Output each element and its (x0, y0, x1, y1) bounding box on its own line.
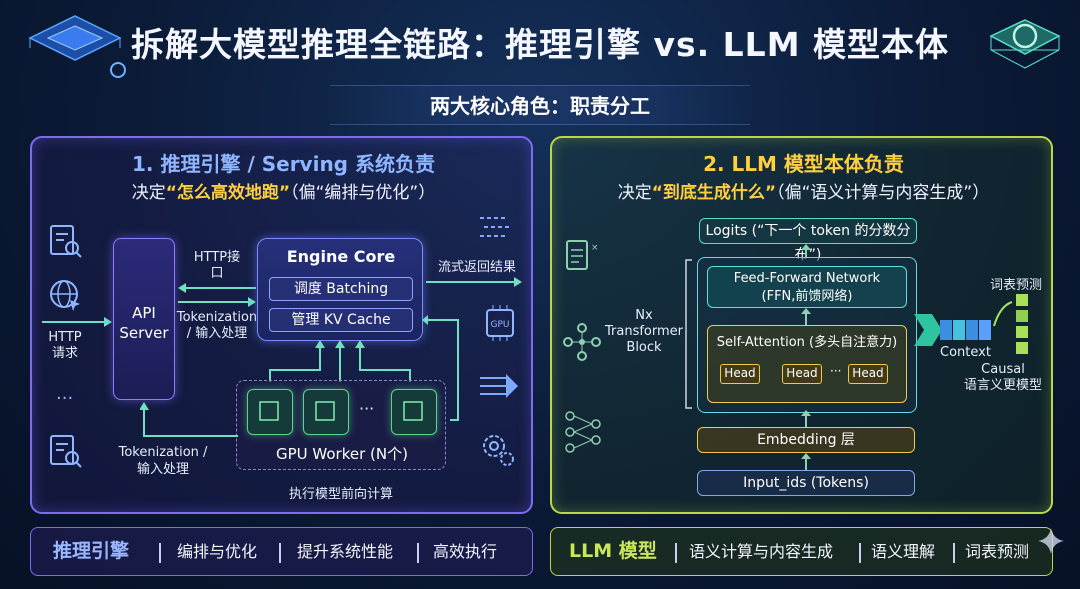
footer-separator (859, 543, 861, 563)
gpu-ellipsis: ··· (359, 399, 375, 418)
attention-head: Head (782, 364, 822, 384)
page-title: 拆解大模型推理全链路：推理引擎 vs. LLM 模型本体 (130, 25, 950, 64)
document-search-icon (50, 225, 82, 258)
arrow-to-embedding (801, 453, 811, 470)
batching-item: 调度 Batching (269, 277, 413, 301)
engine-core-title: Engine Core (286, 247, 396, 266)
footer-right-title: LLM 模型 (569, 540, 657, 562)
stream-lines-icon (480, 217, 512, 237)
chip-logo-icon (28, 15, 126, 78)
formula-doc-icon: × (566, 240, 598, 270)
left-panel-heading: 1. 推理引擎 / Serving 系统负责 (132, 152, 435, 176)
http-request-label: HTTP 请求 (48, 330, 82, 361)
vocab-predict-label: 词表预测 (990, 278, 1043, 293)
model-logo-icon (989, 19, 1061, 69)
footer-left-item: 高效执行 (433, 542, 498, 561)
footer-left-item: 编排与优化 (177, 542, 258, 561)
vocab-bars (993, 294, 1028, 354)
neural-network-icon (563, 323, 601, 361)
tokenization-label: Tokenization / 输入处理 (176, 310, 258, 341)
api-engine-arrows (178, 283, 256, 307)
gpu-chip-icon: GPU (486, 305, 514, 341)
bracket-line (685, 259, 692, 409)
causal-label: Causal 语言义更模型 (963, 362, 1042, 393)
right-panel-description: 决定“到底生成什么”（偏“语义计算与内容生成”） (617, 183, 990, 203)
context-bar (940, 320, 991, 340)
nx-transformer-label: Nx Transformer Block (604, 308, 683, 355)
input-ids-box: Input_ids (Tokens) (697, 470, 915, 496)
context-arrow-icon (914, 314, 942, 346)
globe-icon (50, 280, 80, 311)
loop-back-arrow (422, 315, 459, 421)
layers-network-icon (565, 411, 601, 453)
self-attention-box: Self-Attention (多头自注意力) Head Head ··· He… (707, 325, 907, 403)
attention-head: Head (720, 364, 760, 384)
api-server-box: API Server (113, 238, 175, 400)
formula-icon-mark: × (591, 243, 598, 253)
http-interface-label: HTTP接 口 (193, 250, 241, 281)
arrow-to-ffn (801, 308, 811, 325)
gpu-chip-icon (303, 389, 349, 435)
footer-llm-model: LLM 模型 语义计算与内容生成 语义理解 词表预测 (550, 527, 1053, 576)
document-search-icon (50, 435, 82, 468)
request-arrow (42, 317, 112, 327)
gpu-chip-icon (247, 389, 293, 435)
sparkle-icon (1038, 528, 1064, 554)
kv-cache-item: 管理 KV Cache (269, 308, 413, 332)
chip-inner-marks (259, 401, 423, 421)
footer-right-item: 语义理解 (871, 542, 936, 561)
arrow-to-sa (801, 410, 811, 427)
tokenization-bottom-label: Tokenization / 输入处理 (118, 445, 208, 477)
gpu-worker-label: GPU Worker (N个) (276, 445, 408, 463)
gpu-worker-group: ··· GPU Worker (N个) (236, 380, 446, 470)
gpu-chip-icon (391, 389, 437, 435)
left-panel-description: 决定“怎么高效地跑”（偏“编排与优化”） (131, 183, 436, 203)
context-label: Context (940, 345, 991, 360)
footer-left-title: 推理引擎 (53, 540, 130, 562)
page-subtitle: 两大核心角色：职责分工 (330, 85, 750, 125)
tokenization-bottom-arrow (140, 402, 238, 437)
footer-separator (279, 543, 281, 563)
more-dots: ··· (56, 388, 74, 409)
footer-right-item: 词表预测 (965, 542, 1030, 561)
fast-forward-icon (480, 374, 518, 398)
settings-gear-icon (483, 435, 514, 466)
head-ellipsis: ··· (830, 364, 842, 378)
logits-box: Logits (“下一个 token 的分数分布”) (699, 218, 917, 263)
gpu-chip-label: GPU (491, 320, 510, 330)
footer-separator (675, 543, 677, 563)
gpu-to-engine-arrows (269, 340, 411, 382)
footer-separator (417, 543, 419, 563)
attention-head: Head (848, 364, 888, 384)
right-panel-heading: 2. LLM 模型本体负责 (703, 152, 904, 176)
footer-inference-engine: 推理引擎 编排与优化 提升系统性能 高效执行 (30, 527, 533, 576)
engine-core-box: Engine Core 调度 Batching 管理 KV Cache (257, 238, 423, 341)
arrow-to-logits (801, 244, 811, 258)
stream-return-label: 流式返回结果 (438, 260, 517, 275)
embedding-box: Embedding 层 (697, 427, 915, 453)
footer-right-item: 语义计算与内容生成 (689, 542, 834, 561)
ffn-box: Feed-Forward Network (FFN,前馈网络) (707, 266, 907, 308)
forward-compute-label: 执行模型前向计算 (288, 487, 393, 502)
footer-separator (159, 543, 161, 563)
footer-left-item: 提升系统性能 (297, 542, 394, 561)
footer-separator (953, 543, 955, 563)
stream-arrow (426, 277, 522, 287)
